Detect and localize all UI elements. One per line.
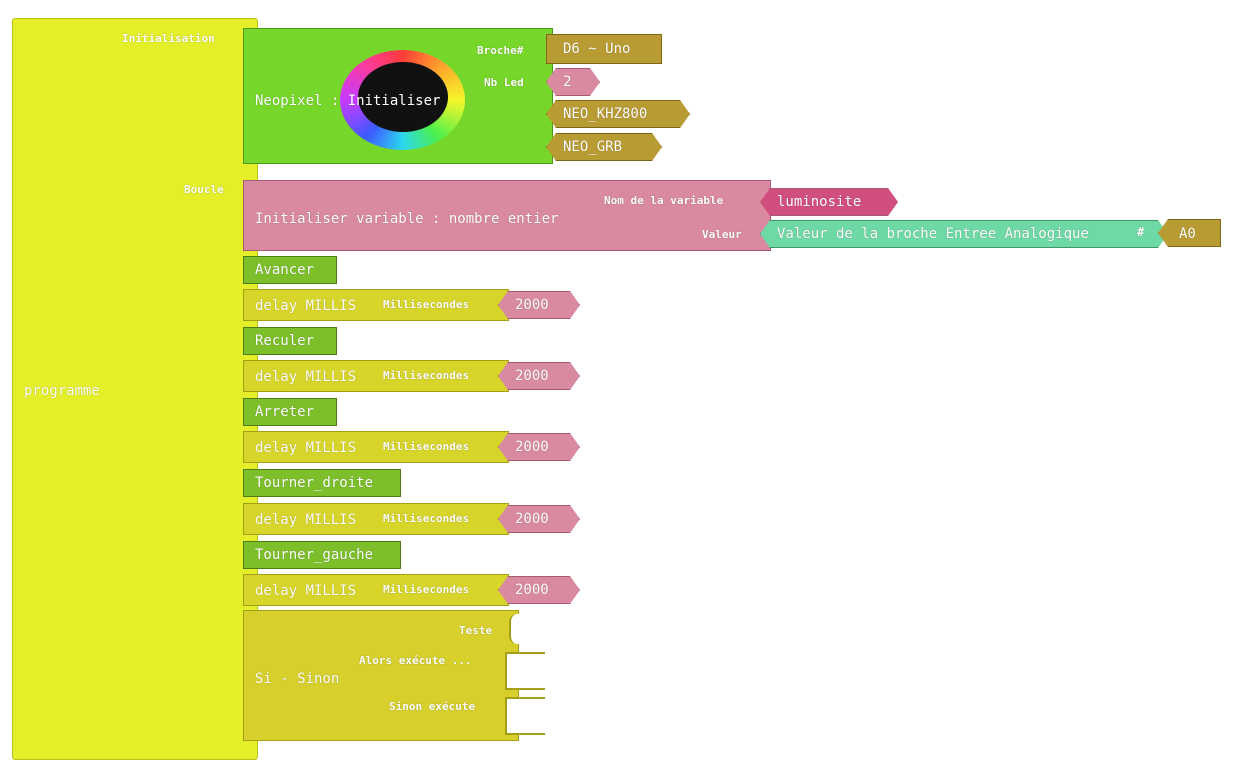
analog-pin-dropdown[interactable]: A0 [1158, 219, 1221, 247]
command-label: Reculer [255, 333, 315, 349]
delay-block[interactable]: delay MILLIS Millisecondes [243, 574, 509, 606]
ms-value: 2000 [515, 297, 549, 313]
delay-label: delay MILLIS [255, 512, 357, 528]
pin-dropdown[interactable]: D6 ~ Uno [546, 34, 662, 64]
else-statement-slot[interactable] [505, 697, 545, 735]
if-else-block[interactable] [243, 610, 519, 741]
delay-block[interactable]: delay MILLIS Millisecondes [243, 289, 509, 321]
ms-input[interactable]: 2000 [498, 433, 580, 461]
programme-block[interactable] [12, 18, 258, 760]
boucle-label: Boucle [184, 183, 224, 196]
ms-label: Millisecondes [383, 298, 470, 311]
then-statement-slot[interactable] [505, 652, 545, 690]
command-label: Arreter [255, 404, 315, 420]
delay-label: delay MILLIS [255, 369, 357, 385]
initialisation-label: Initialisation [122, 32, 215, 45]
ms-label: Millisecondes [383, 440, 470, 453]
ms-input[interactable]: 2000 [498, 576, 580, 604]
neopixel-title: Neopixel : Initialiser [255, 93, 441, 109]
command-block-tourner-droite[interactable]: Tourner_droite [243, 469, 401, 497]
delay-block[interactable]: delay MILLIS Millisecondes [243, 360, 509, 392]
init-variable-block[interactable] [243, 180, 771, 251]
command-label: Tourner_gauche [255, 547, 374, 563]
analog-hash: # [1137, 225, 1145, 239]
variable-name-label: Nom de la variable [604, 194, 724, 207]
khz-dropdown[interactable]: NEO_KHZ800 [546, 100, 690, 128]
khz-value: NEO_KHZ800 [563, 106, 648, 122]
neopixel-strip-center [358, 62, 448, 132]
delay-label: delay MILLIS [255, 583, 357, 599]
ms-label: Millisecondes [383, 369, 470, 382]
ms-label: Millisecondes [383, 583, 470, 596]
else-label: Sinon exécute [389, 700, 476, 713]
ms-input[interactable]: 2000 [498, 362, 580, 390]
analog-pin-value: A0 [1179, 226, 1196, 242]
pin-label: Broche# [477, 44, 524, 57]
command-label: Avancer [255, 262, 315, 278]
ms-value: 2000 [515, 439, 549, 455]
delay-label: delay MILLIS [255, 298, 357, 314]
command-label: Tourner_droite [255, 475, 374, 491]
delay-block[interactable]: delay MILLIS Millisecondes [243, 503, 509, 535]
ms-value: 2000 [515, 511, 549, 527]
pin-value: D6 ~ Uno [563, 41, 631, 57]
nbled-input[interactable]: 2 [546, 68, 600, 96]
ms-input[interactable]: 2000 [498, 505, 580, 533]
nbled-value: 2 [563, 74, 572, 90]
grb-value: NEO_GRB [563, 139, 623, 155]
ms-input[interactable]: 2000 [498, 291, 580, 319]
nbled-label: Nb Led [484, 76, 524, 89]
ms-value: 2000 [515, 582, 549, 598]
ms-label: Millisecondes [383, 512, 470, 525]
programme-label: programme [24, 383, 100, 399]
command-block-avancer[interactable]: Avancer [243, 256, 337, 284]
delay-label: delay MILLIS [255, 440, 357, 456]
command-block-tourner-gauche[interactable]: Tourner_gauche [243, 541, 401, 569]
analog-read-block[interactable]: Valeur de la broche Entree Analogique # [760, 220, 1168, 248]
command-block-reculer[interactable]: Reculer [243, 327, 337, 355]
variable-name-field[interactable]: luminosite [760, 188, 898, 216]
command-block-arreter[interactable]: Arreter [243, 398, 337, 426]
if-else-title: Si - Sinon [255, 671, 340, 687]
test-socket[interactable] [509, 614, 523, 644]
test-label: Teste [459, 624, 493, 637]
grb-dropdown[interactable]: NEO_GRB [546, 133, 662, 161]
variable-value-label: Valeur [702, 228, 742, 241]
analog-read-label: Valeur de la broche Entree Analogique [777, 226, 1089, 242]
ms-value: 2000 [515, 368, 549, 384]
delay-block[interactable]: delay MILLIS Millisecondes [243, 431, 509, 463]
then-label: Alors exécute ... [359, 654, 472, 667]
variable-name-value: luminosite [777, 194, 862, 210]
init-variable-title: Initialiser variable : nombre entier [255, 211, 559, 227]
